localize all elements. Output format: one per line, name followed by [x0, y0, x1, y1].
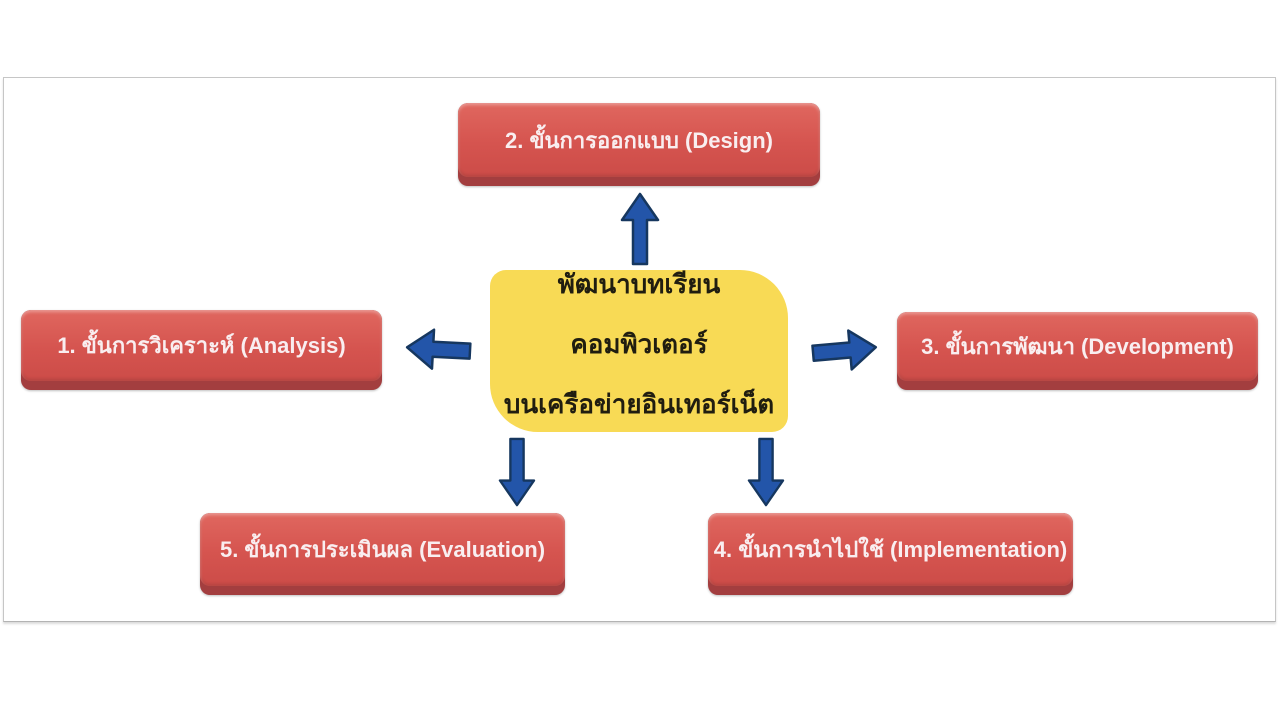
right-arrow-icon — [811, 329, 878, 371]
node-development-label: 3. ขั้นการพัฒนา (Development) — [921, 334, 1234, 359]
center-node-line2: บนเครือข่ายอินเทอร์เน็ต — [503, 389, 775, 419]
up-arrow-icon — [620, 192, 660, 266]
node-design-body: 2. ขั้นการออกแบบ (Design) — [458, 103, 820, 177]
node-design: 2. ขั้นการออกแบบ (Design) — [458, 103, 820, 186]
center-node: พัฒนาบทเรียนคอมพิวเตอร์ บนเครือข่ายอินเท… — [490, 269, 788, 432]
left-arrow-icon — [405, 328, 472, 370]
node-analysis: 1. ขั้นการวิเคราะห์ (Analysis) — [21, 310, 382, 390]
node-design-label: 2. ขั้นการออกแบบ (Design) — [505, 127, 773, 153]
node-implementation: 4. ขั้นการนำไปใช้ (Implementation) — [708, 513, 1073, 595]
down-left-arrow-icon — [498, 437, 536, 507]
node-evaluation: 5. ขั้นการประเมินผล (Evaluation) — [200, 513, 565, 595]
node-implementation-label: 4. ขั้นการนำไปใช้ (Implementation) — [713, 537, 1068, 562]
node-evaluation-body: 5. ขั้นการประเมินผล (Evaluation) — [200, 513, 565, 586]
node-analysis-label: 1. ขั้นการวิเคราะห์ (Analysis) — [57, 333, 346, 358]
node-implementation-body: 4. ขั้นการนำไปใช้ (Implementation) — [708, 513, 1073, 586]
node-development: 3. ขั้นการพัฒนา (Development) — [897, 312, 1258, 390]
node-development-body: 3. ขั้นการพัฒนา (Development) — [897, 312, 1258, 381]
center-node-line1: พัฒนาบทเรียนคอมพิวเตอร์ — [557, 269, 721, 359]
node-evaluation-label: 5. ขั้นการประเมินผล (Evaluation) — [219, 537, 546, 562]
down-right-arrow-icon — [747, 437, 785, 507]
node-analysis-body: 1. ขั้นการวิเคราะห์ (Analysis) — [21, 310, 382, 381]
